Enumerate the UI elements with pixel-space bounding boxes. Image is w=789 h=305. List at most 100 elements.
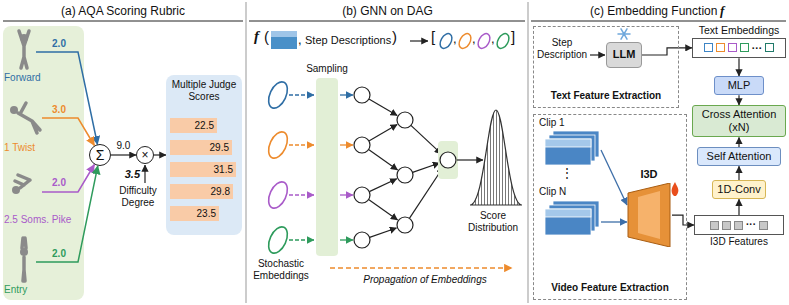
video-feature-box: Clip 1⋮Clip NVideo Feature ExtractionI3D xyxy=(533,114,687,300)
output-arrow xyxy=(457,159,483,160)
sampling-arrow xyxy=(289,144,314,145)
clip-arrow xyxy=(601,150,627,205)
dag-edge xyxy=(369,99,397,116)
diver-head xyxy=(20,248,28,256)
title-rule xyxy=(531,21,786,22)
node-label: I3D xyxy=(640,168,657,181)
cross-attention-box: Cross Attention (xN) xyxy=(692,105,786,137)
node-label: MLP xyxy=(728,79,751,92)
propagation-arrow xyxy=(330,267,512,268)
diver-forward xyxy=(19,31,29,68)
clip-frames xyxy=(545,131,599,235)
dag-edge xyxy=(369,179,397,192)
diver-head xyxy=(12,186,20,194)
dag-edge xyxy=(369,200,398,220)
embedding-square xyxy=(704,43,713,52)
box-caption: Text Feature Extraction xyxy=(533,90,679,102)
step-score-line xyxy=(42,165,94,193)
box-caption: Step Description xyxy=(536,37,588,61)
input-arrow xyxy=(590,54,605,55)
sampling-arrow xyxy=(289,94,314,95)
node-label: 23.5 xyxy=(197,208,216,220)
embedding-ellipse xyxy=(495,32,512,51)
frozen-snowflake xyxy=(618,29,630,39)
node-label: 29.8 xyxy=(211,186,230,198)
dag-node xyxy=(354,137,370,153)
separator: , xyxy=(298,32,302,48)
dag-edge xyxy=(370,228,397,237)
title-rule xyxy=(3,21,243,22)
trainable-flame xyxy=(672,182,679,196)
connector-arrow xyxy=(738,137,739,147)
embedding-square xyxy=(759,221,768,230)
propagation-label: Propagation of Embeddings xyxy=(330,274,520,286)
panel-title: (b) GNN on DAG xyxy=(249,4,526,18)
judge-scores-panel: Multiple Judge Scores 22.5 29.5 31.5 29.8 23.… xyxy=(166,75,242,235)
embedding-square xyxy=(716,43,725,52)
score-bar: 23.5 xyxy=(170,206,219,221)
connector-arrow xyxy=(738,166,739,180)
dag-edges xyxy=(369,99,443,237)
map-arrow xyxy=(410,40,428,41)
self-attention-box: Self Attention xyxy=(697,147,781,166)
step-name: 2.5 Soms. Pike xyxy=(4,214,82,226)
i3d-backbone: I3D xyxy=(626,168,672,247)
separator: , xyxy=(453,31,457,47)
stochastic-embedding xyxy=(265,179,291,211)
difficulty-arrow xyxy=(144,165,145,183)
step-name: Entry xyxy=(4,284,64,296)
dag-edge xyxy=(369,125,397,142)
output-band xyxy=(438,141,458,179)
dag-node xyxy=(354,87,370,103)
stochastic-embedding xyxy=(265,129,291,161)
embedding-square xyxy=(710,221,719,230)
text-embeddings: Text Embeddings··· xyxy=(692,24,786,59)
step-score: 3.0 xyxy=(48,104,70,116)
bracket: ) xyxy=(392,28,397,46)
step-score: 2.0 xyxy=(48,177,70,189)
step-score-line xyxy=(36,52,98,145)
dag-edge xyxy=(369,150,398,170)
connector-arrow xyxy=(111,154,136,155)
box-caption: Video Feature Extraction xyxy=(533,282,687,294)
connector-arrow xyxy=(738,58,739,76)
embedding-square xyxy=(728,43,737,52)
sum-node: Σ xyxy=(89,144,111,166)
edge-label: 9.0 xyxy=(116,140,132,152)
connector-arrow xyxy=(738,199,739,215)
step-score-line xyxy=(42,118,94,146)
diver-head xyxy=(10,106,18,114)
embedding-ellipse xyxy=(457,32,474,51)
step-name: Forward xyxy=(4,72,64,84)
panel-divider xyxy=(528,2,529,303)
connector-arrow xyxy=(154,154,166,155)
node-label: ··· xyxy=(746,219,756,231)
score-bar: 31.5 xyxy=(170,162,236,177)
embedding-ellipse xyxy=(438,32,455,51)
sampling-label: Sampling xyxy=(302,63,352,75)
input-arrow xyxy=(340,239,353,240)
video-thumbnail xyxy=(271,31,297,37)
video-frame xyxy=(545,139,591,165)
connector-arrow xyxy=(672,215,694,225)
score-bar: 29.5 xyxy=(170,140,232,155)
box-caption: Clip 1 xyxy=(539,117,589,129)
node-label: Multiple Judge Scores xyxy=(168,79,240,103)
difficulty-value: 3.5 xyxy=(116,168,140,181)
connector-arrow xyxy=(738,95,739,105)
input-label: Step Descriptions xyxy=(305,34,391,47)
score-distribution-curve xyxy=(470,110,522,205)
box-caption: Clip N xyxy=(539,186,589,198)
diver-twist xyxy=(18,103,40,133)
node-label: I3D Features xyxy=(710,236,768,248)
bracket: ( xyxy=(264,28,269,46)
score-bar: 22.5 xyxy=(170,118,217,133)
stochastic-embedding xyxy=(265,79,291,111)
step-name: 1 Twist xyxy=(4,142,74,154)
embedding-row: ··· xyxy=(694,215,784,235)
score-bar: 29.8 xyxy=(170,184,233,199)
dag-edge xyxy=(409,168,443,219)
node-label: 29.5 xyxy=(210,142,229,154)
embedding-ellipse xyxy=(476,32,493,51)
node-label: 22.5 xyxy=(195,120,214,132)
